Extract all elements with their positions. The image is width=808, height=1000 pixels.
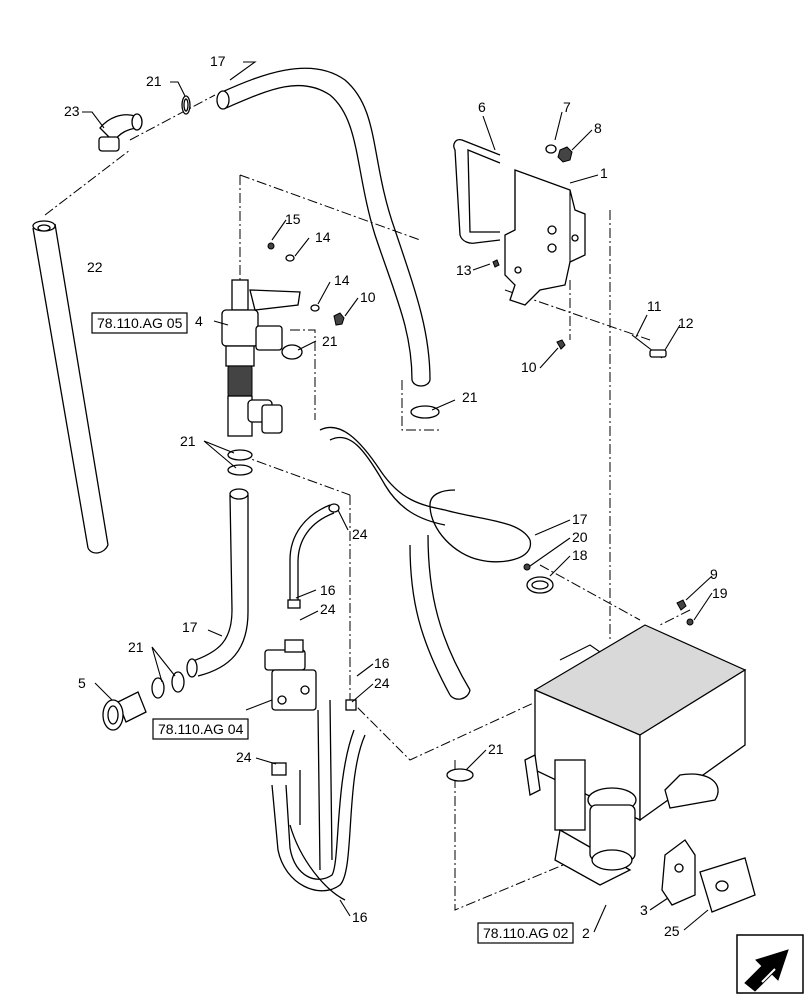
callout-24: 24 (352, 526, 368, 542)
callout-17c: 17 (572, 511, 588, 527)
callout-2: 2 (582, 925, 590, 941)
phantom-lines (44, 94, 691, 911)
reference-ag04[interactable]: 78.110.AG 04 (152, 718, 249, 740)
ref-label-ag04: 78.110.AG 04 (158, 721, 244, 737)
callout-8: 8 (594, 120, 602, 136)
callout-10: 10 (360, 289, 376, 305)
valve-4 (221, 279, 303, 437)
screw-9-19 (676, 599, 694, 626)
callout-12: 12 (678, 315, 694, 331)
clamps-21-valve (227, 449, 253, 476)
callout-9: 9 (710, 566, 718, 582)
hose-17-lower (186, 488, 249, 678)
callout-11: 11 (647, 298, 662, 314)
callout-14b: 14 (334, 272, 350, 288)
callout-21b: 21 (322, 333, 338, 349)
callout-16b: 16 (374, 655, 390, 671)
fasteners (267, 242, 667, 359)
callout-15: 15 (285, 211, 301, 227)
callout-25: 25 (664, 923, 680, 939)
u-bolt-6 (453, 139, 501, 244)
callout-10b: 10 (521, 359, 537, 375)
ref-label-ag05: 78.110.AG 05 (97, 315, 183, 331)
callout-21f: 21 (488, 741, 504, 757)
elbow-23 (98, 113, 143, 152)
callout-17: 17 (210, 53, 226, 69)
hose-16-small (287, 503, 340, 609)
nut-8 (557, 146, 573, 163)
callout-1: 1 (600, 165, 608, 181)
callout-21d: 21 (128, 639, 144, 655)
leader-lines (82, 61, 713, 933)
callout-18: 18 (572, 547, 588, 563)
callout-22: 22 (87, 259, 103, 275)
callout-19: 19 (712, 585, 728, 601)
clamps-21-left (151, 671, 185, 699)
callout-17b: 17 (182, 619, 198, 635)
clamp-18 (523, 563, 554, 594)
ref-label-ag02: 78.110.AG 02 (483, 925, 569, 941)
hose-17-top (216, 67, 431, 387)
pipe-22 (32, 220, 109, 554)
callout-3: 3 (640, 902, 648, 918)
washer-7 (545, 144, 557, 154)
callout-labels: 17 21 23 6 7 8 1 15 14 14 10 13 11 12 10… (64, 53, 728, 941)
clamp-21-top (181, 95, 191, 115)
callout-20: 20 (572, 529, 588, 545)
bracket-1 (504, 169, 586, 306)
callout-4: 4 (195, 313, 203, 329)
pump-housing-2 (524, 624, 747, 886)
plate-25 (699, 857, 756, 913)
clamps-21-misc (410, 405, 474, 782)
callout-6: 6 (478, 99, 486, 115)
hose-16-lower (271, 699, 366, 901)
reference-ag05[interactable]: 78.110.AG 05 (91, 312, 188, 334)
plate-3 (661, 839, 696, 906)
callout-24b: 24 (320, 601, 336, 617)
callout-13: 13 (456, 262, 472, 278)
callout-21e: 21 (462, 389, 478, 405)
callout-16: 16 (320, 582, 336, 598)
callout-23: 23 (64, 103, 80, 119)
coupler-5 (102, 691, 147, 731)
reference-ag02[interactable]: 78.110.AG 02 (477, 922, 574, 944)
callout-24d: 24 (236, 749, 252, 765)
hose-17-middle (319, 426, 531, 700)
next-page-arrow-icon[interactable] (736, 934, 804, 994)
callout-21c: 21 (180, 433, 196, 449)
callout-14: 14 (315, 229, 331, 245)
callout-16c: 16 (352, 909, 368, 925)
callout-5: 5 (78, 675, 86, 691)
valve-block (264, 639, 317, 711)
callout-21: 21 (146, 73, 162, 89)
callout-7: 7 (563, 99, 571, 115)
callout-24c: 24 (374, 675, 390, 691)
